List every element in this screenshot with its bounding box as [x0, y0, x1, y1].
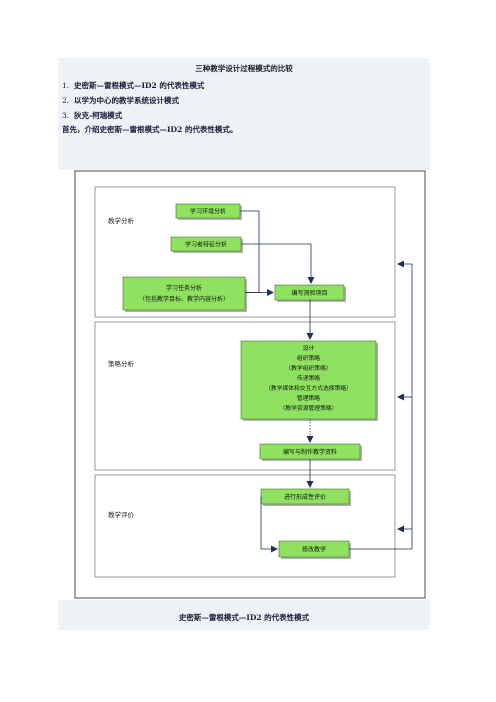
list-item: 3. 狄克-柯瑞模式 — [62, 108, 204, 123]
box-design-line-7: （教学资源管理策略） — [280, 404, 338, 412]
list-text: 狄克-柯瑞模式 — [74, 111, 123, 120]
list-item: 2. 以学为中心的教学系统设计模式 — [62, 93, 204, 108]
box-revise: 修改教学 — [278, 540, 351, 559]
box-test-items: 编写测验项目 — [274, 284, 346, 302]
box-test-items-label: 编写测验项目 — [291, 289, 327, 297]
section-label-evaluation: 教学评价 — [108, 510, 135, 519]
box-environment-label: 学习环境分析 — [190, 208, 226, 216]
section-label-strategy: 策略分析 — [108, 359, 135, 368]
box-materials-label: 编写与制作教学资料 — [283, 448, 337, 456]
connector-formative-to-revise — [260, 496, 278, 553]
box-formative-label: 进行形成性评价 — [284, 493, 326, 501]
box-materials: 编写与制作教学资料 — [259, 443, 362, 461]
list-text: 以学为中心的教学系统设计模式 — [74, 96, 179, 105]
connector-revise-feedback — [349, 260, 413, 550]
document-title: 三种教学设计过程模式的比较 — [195, 64, 293, 73]
box-design-line-5: （教学媒体和交互方式选择策略） — [265, 384, 352, 392]
box-environment: 学习环境分析 — [175, 203, 242, 220]
box-design: 设计 组织策略 （教学组织策略） 传递策略 （教学媒体和交互方式选择策略） 管理… — [240, 340, 378, 421]
box-formative: 进行形成性评价 — [260, 488, 351, 506]
caption-tint — [58, 600, 430, 630]
box-learner-label: 学习者特征分析 — [185, 241, 227, 249]
connector-learner-to-test — [241, 243, 315, 284]
box-revise-label: 修改教学 — [302, 546, 326, 554]
list-text: 史密斯—雷根模式—ID2 的代表性模式 — [74, 81, 205, 90]
figure-caption: 史密斯—雷根模式—ID2 的代表性模式 — [178, 613, 310, 622]
box-task: 学习任务分析 （包括教学目标、教学内容分析） — [122, 276, 247, 312]
box-design-line-3: （教学组织策略） — [285, 364, 331, 372]
list-number: 1. — [62, 81, 70, 90]
box-design-line-6: 管理策略 — [297, 394, 320, 402]
list-number: 3. — [62, 111, 70, 120]
evaluation-section-panel — [94, 474, 396, 578]
box-task-label-2: （包括教学目标、教学内容分析） — [139, 295, 229, 303]
box-task-label-1: 学习任务分析 — [166, 284, 202, 292]
section-label-analysis: 教学分析 — [108, 216, 135, 225]
box-learner: 学习者特征分析 — [170, 236, 243, 253]
header-tint — [58, 58, 430, 170]
box-design-line-1: 设计 — [303, 344, 315, 352]
list-number: 2. — [62, 96, 70, 105]
box-design-line-4: 传递策略 — [297, 374, 320, 382]
intro-paragraph: 首先，介绍史密斯—雷根模式—ID2 的代表性模式。 — [62, 125, 238, 134]
box-design-line-2: 组织策略 — [297, 354, 320, 362]
mode-list: 1. 史密斯—雷根模式—ID2 的代表性模式 2. 以学为中心的教学系统设计模式 3… — [62, 78, 204, 123]
list-item: 1. 史密斯—雷根模式—ID2 的代表性模式 — [62, 78, 204, 93]
